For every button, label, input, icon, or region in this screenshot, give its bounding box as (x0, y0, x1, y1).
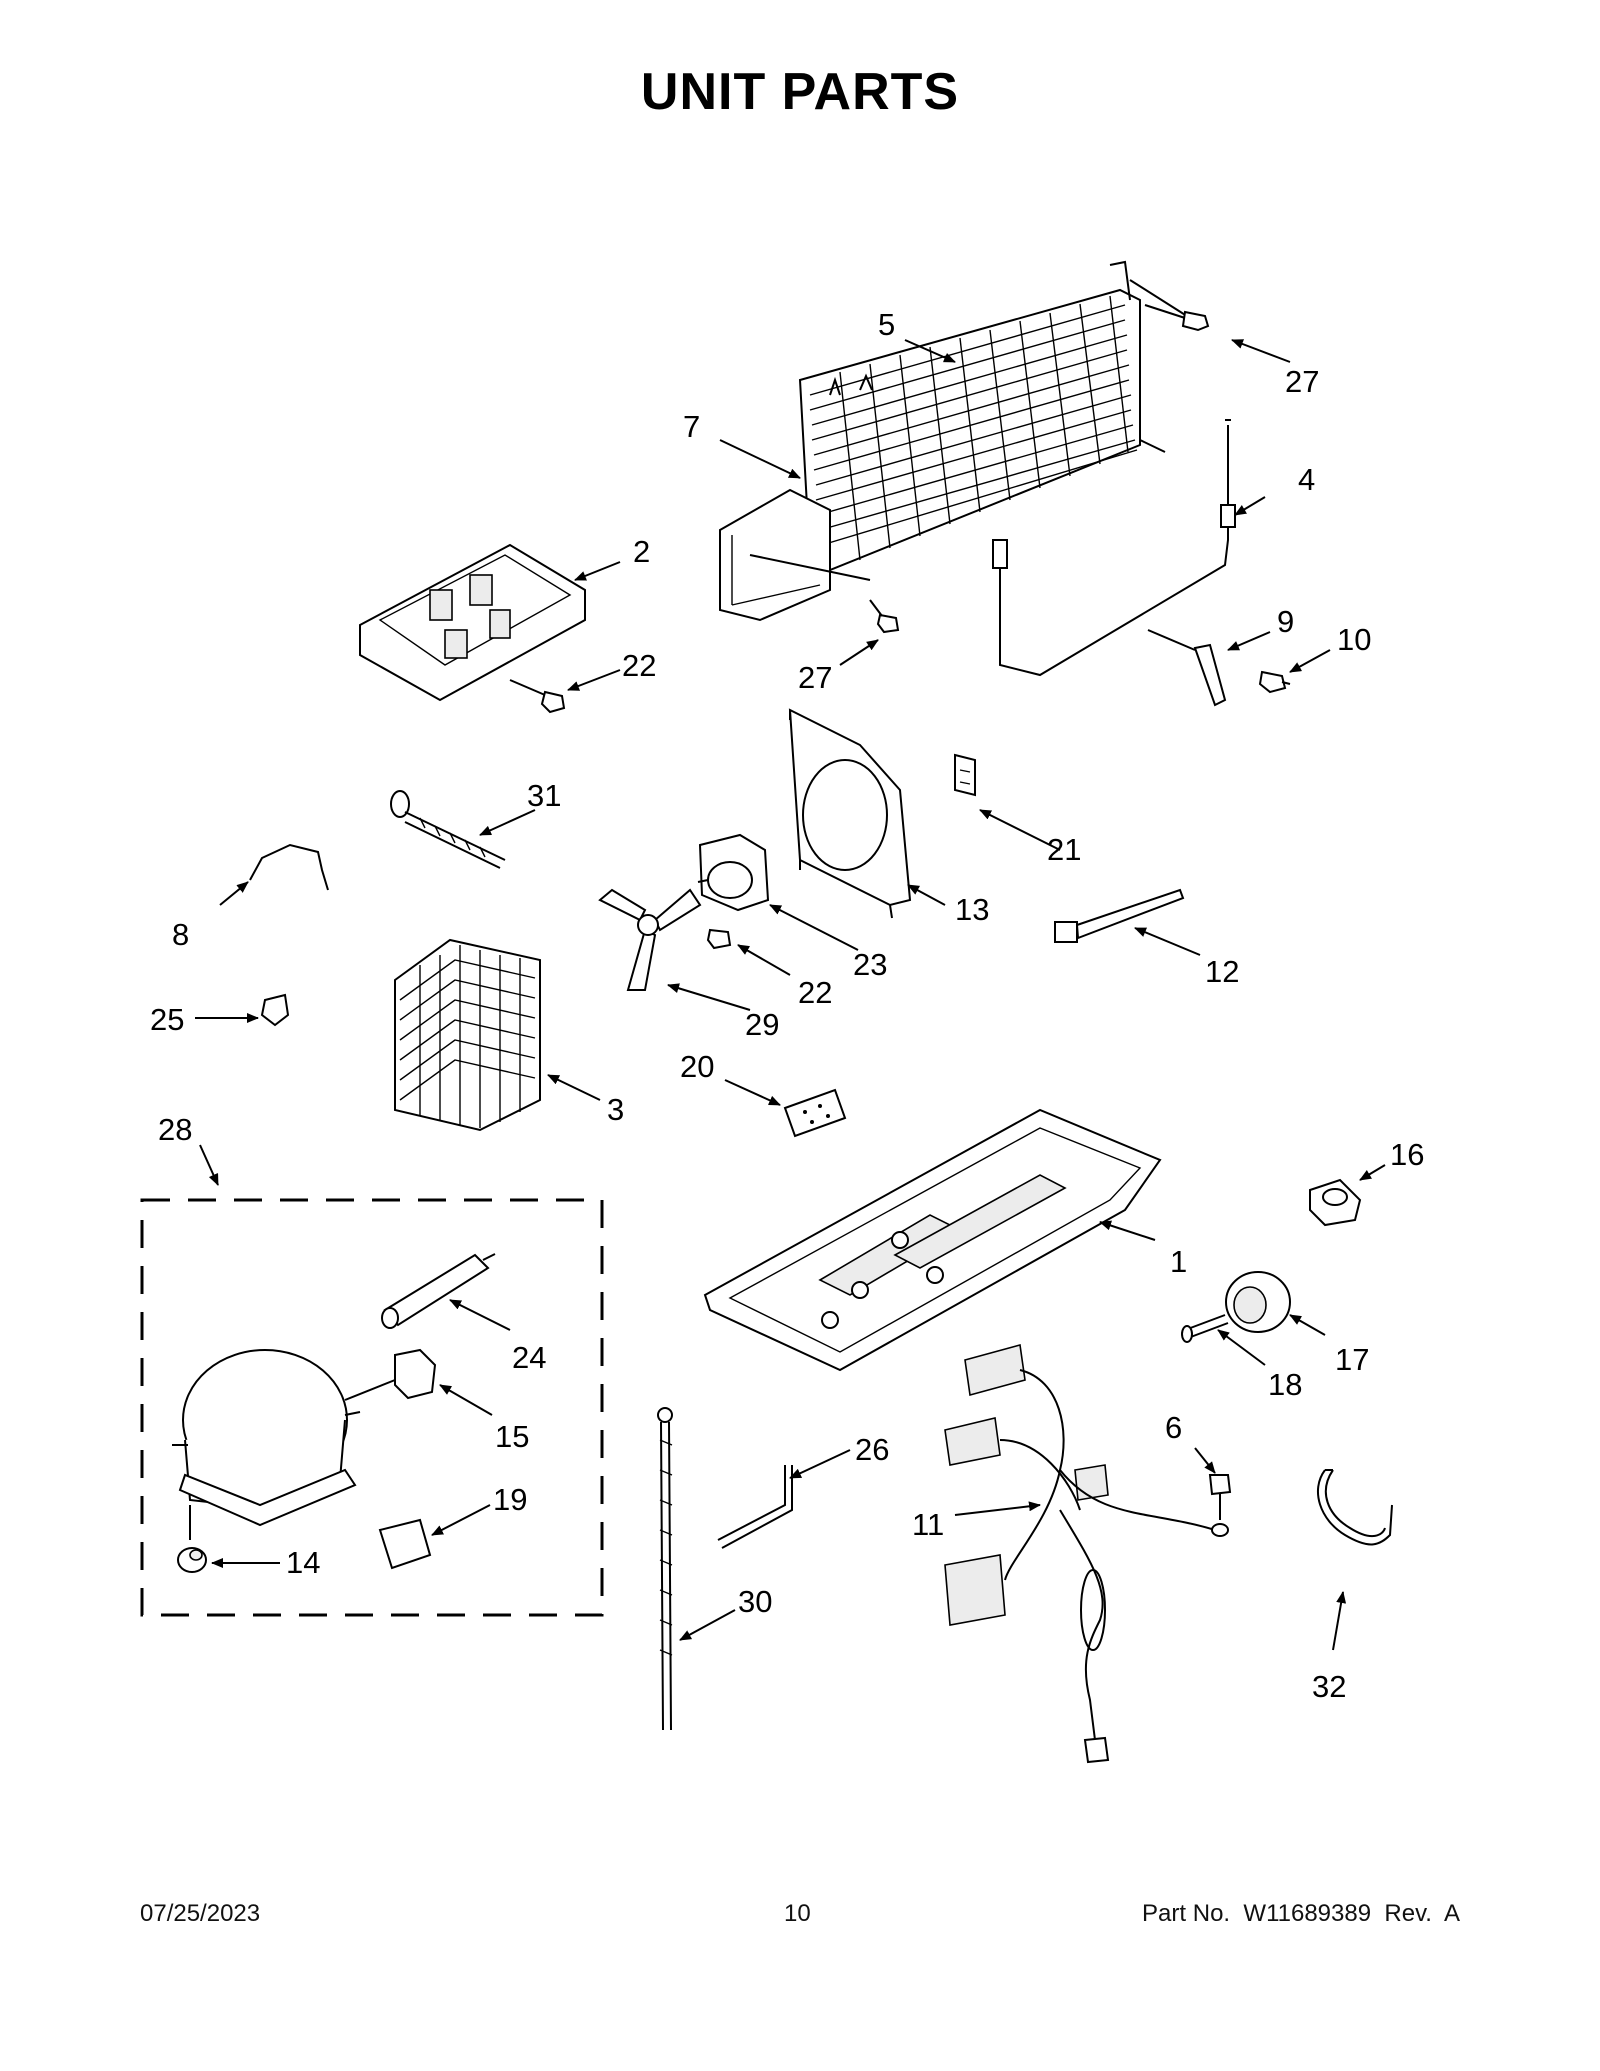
bracket-21-drawing (954, 753, 976, 797)
callout-13: 13 (955, 892, 989, 927)
callout-27-top: 27 (1285, 364, 1319, 399)
callout-20: 20 (680, 1049, 714, 1084)
callout-6: 6 (1165, 1410, 1182, 1445)
base-plate-1-drawing (703, 1108, 1162, 1372)
evaporator-3-drawing (394, 938, 541, 1132)
footer-page-number: 10 (784, 1900, 811, 1927)
callout-29: 29 (745, 1007, 779, 1042)
compressor-drawing (172, 1349, 361, 1527)
relay-15-drawing (344, 1348, 437, 1401)
fan-motor-23-drawing (697, 833, 770, 912)
pad-20-drawing (783, 1088, 847, 1138)
callout-30: 30 (738, 1584, 772, 1619)
callout-32: 32 (1312, 1669, 1346, 1704)
fan-shroud-13-drawing (788, 708, 912, 919)
callout-3: 3 (607, 1092, 624, 1127)
footer-date: 07/25/2023 (140, 1900, 261, 1927)
capacitor-19-drawing (378, 1518, 432, 1570)
wire-retainer-8-drawing (249, 843, 329, 891)
callout-14: 14 (286, 1545, 320, 1580)
callout-12: 12 (1205, 954, 1239, 989)
grommet-16-drawing (1309, 1178, 1362, 1227)
condenser-shroud-drawing (719, 488, 871, 622)
callout-22-lower: 22 (798, 975, 832, 1010)
callout-18: 18 (1268, 1367, 1302, 1402)
callout-24: 24 (512, 1340, 546, 1375)
clip-9-drawing (1147, 629, 1227, 707)
screw-27-top-drawing (1144, 304, 1210, 332)
tube-32-drawing (1316, 1469, 1393, 1546)
grommet-14-drawing (177, 1505, 207, 1573)
callout-21: 21 (1047, 832, 1081, 867)
callout-1: 1 (1170, 1244, 1187, 1279)
callout-4: 4 (1298, 462, 1315, 497)
leader-lines (195, 339, 1386, 1651)
callout-10: 10 (1337, 622, 1371, 657)
callout-16: 16 (1390, 1137, 1424, 1172)
callout-8: 8 (172, 917, 189, 952)
tube-26-drawing (717, 1465, 793, 1549)
callout-23: 23 (853, 947, 887, 982)
drier-24-drawing (381, 1253, 496, 1329)
compressor-kit-28-box (140, 1198, 604, 1617)
cable-tie-12-drawing (1054, 888, 1185, 943)
callout-17: 17 (1335, 1342, 1369, 1377)
condenser-coil-drawing (798, 260, 1191, 572)
callout-26: 26 (855, 1432, 889, 1467)
screw-10-drawing (1258, 670, 1291, 694)
screw-22-upper-drawing (509, 679, 566, 714)
callout-9: 9 (1277, 604, 1294, 639)
callout-15: 15 (495, 1419, 529, 1454)
screw-6-drawing (1208, 1474, 1232, 1537)
screw-27-lower-drawing (869, 599, 900, 634)
control-housing-drawing (359, 543, 586, 702)
page-title: UNIT PARTS (640, 63, 960, 121)
wire-harness-11-drawing (944, 1343, 1216, 1764)
thermistor-harness-drawing (992, 419, 1236, 677)
fan-blade-29-drawing (598, 888, 702, 991)
callout-28: 28 (158, 1112, 192, 1147)
callout-27-lower: 27 (798, 660, 832, 695)
bolt-31-drawing (390, 790, 506, 869)
callout-labels: 5 7 27 4 2 22 27 9 10 31 8 21 13 12 23 2… (150, 307, 1424, 1704)
axle-18-drawing (1181, 1314, 1229, 1343)
footer-part-number: Part No. W11689389 Rev. A (1142, 1900, 1460, 1927)
rod-30-drawing (657, 1407, 673, 1731)
callout-5: 5 (878, 307, 895, 342)
callout-2: 2 (633, 534, 650, 569)
screw-22-lower-drawing (706, 928, 732, 950)
callout-7: 7 (683, 409, 700, 444)
callout-25: 25 (150, 1002, 184, 1037)
callout-19: 19 (493, 1482, 527, 1517)
callout-11: 11 (912, 1507, 944, 1542)
callout-22-upper: 22 (622, 648, 656, 683)
callout-31: 31 (527, 778, 561, 813)
wheel-17-drawing (1225, 1271, 1291, 1333)
clip-25-drawing (260, 993, 290, 1027)
